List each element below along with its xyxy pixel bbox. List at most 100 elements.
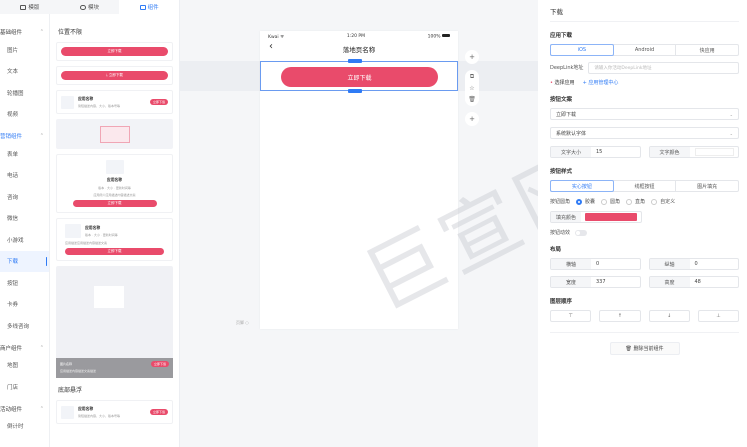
corner-radio-group: 按钮圆角 胶囊 圆角 直角 自定义 [550, 198, 739, 205]
style-solid[interactable]: 实心按钮 [550, 180, 614, 192]
corner-custom-radio[interactable]: 自定义 [651, 198, 675, 205]
bring-to-front-button[interactable]: ⊤ [550, 310, 592, 322]
platform-quickapp[interactable]: 快应用 [699, 47, 715, 54]
component-gallery: 位置不限 立即下载 ⤓ 立即下载 应用名称 简短描述内容，大小，版本号等 立即下… [50, 14, 179, 447]
category-item[interactable]: 视频 [7, 112, 19, 119]
section-title: 布局 [550, 247, 562, 253]
send-to-back-button[interactable]: ⊥ [697, 310, 739, 322]
download-button[interactable]: 立即下载 [281, 67, 438, 87]
add-icon: + [469, 53, 475, 61]
button-text-select[interactable]: 立即下载⌄ [550, 108, 739, 120]
category-item[interactable]: 多线咨询 [7, 323, 30, 330]
corner-square-radio[interactable]: 直角 [626, 198, 645, 205]
tab-templates[interactable]: 模版 [0, 0, 60, 14]
panel-title: 下载 [550, 0, 739, 22]
select-app-label: 选择应用 [550, 79, 575, 86]
component-card-image[interactable] [56, 119, 173, 149]
font-color-field[interactable]: 文字颜色 [648, 146, 739, 158]
add-above-button[interactable]: + [465, 50, 479, 64]
category-item[interactable]: 文本 [7, 69, 19, 76]
layer-order-buttons: ⊤ ↑ ↓ ⊥ [550, 310, 739, 322]
chevron-up-icon: ⌃ [39, 344, 44, 351]
chevron-up-icon: ⌃ [39, 29, 44, 35]
deeplink-label: DeepLink地址 [550, 65, 584, 71]
back-arrow-icon[interactable]: ‹ [269, 41, 273, 52]
section-title: 按钮文案 [550, 97, 573, 103]
category-item[interactable]: 门店 [7, 384, 19, 391]
category-merchant[interactable]: 商户组件⌃ [0, 344, 44, 352]
category-item[interactable]: 表单 [7, 151, 19, 158]
delete-icon[interactable]: 🗑 [468, 96, 476, 103]
properties-panel: 下载 应用下载 iOS Android 快应用 DeepLink地址 请输入你活… [538, 0, 747, 447]
tab-modules[interactable]: 模块 [60, 0, 120, 14]
component-card-banner[interactable]: 图片名称 立即下载 应用描述内容描述文案描述 [56, 266, 173, 378]
category-item[interactable]: 电话 [7, 173, 19, 180]
animation-toggle[interactable] [575, 229, 588, 236]
app-icon-placeholder [61, 95, 74, 109]
component-card-row[interactable]: 应用名称 简短描述内容，大小，版本号等 立即下载 [56, 400, 173, 424]
category-basic[interactable]: 基础组件⌃ [0, 29, 44, 36]
category-item[interactable]: 地图 [7, 363, 19, 370]
category-item[interactable]: 微信 [7, 216, 19, 223]
component-card-button-icon[interactable]: ⤓ 立即下载 [56, 66, 173, 85]
fill-color-field[interactable]: 填充颜色 [550, 211, 642, 223]
send-backward-button[interactable]: ↓ [648, 310, 690, 322]
category-item[interactable]: 小游戏 [7, 237, 24, 244]
category-item[interactable]: 卡券 [7, 302, 19, 309]
category-activity[interactable]: 活动组件⌃ [0, 405, 44, 413]
copy-icon[interactable]: ⧉ [469, 73, 475, 80]
platform-selector: iOS Android 快应用 [550, 44, 739, 56]
bring-forward-button[interactable]: ↑ [599, 310, 641, 322]
category-marketing[interactable]: 营销组件⌃ [0, 133, 44, 140]
platform-android[interactable]: Android [614, 45, 677, 55]
category-item[interactable]: 按钮 [7, 280, 19, 287]
category-item[interactable]: 轮播图 [7, 90, 24, 97]
font-select[interactable]: 系统默认字体⌄ [550, 127, 739, 139]
component-card-row-desc[interactable]: 应用名称 版本 · 大小 · 更新时间等 应用描述应用描述内容描述文案 立即下载 [56, 218, 173, 261]
app-center-link[interactable]: + 应用管理中心 [582, 80, 619, 86]
style-outline[interactable]: 线框按钮 [614, 181, 677, 191]
button-style-selector: 实心按钮 线框按钮 图片填充 [550, 180, 739, 192]
platform-ios[interactable]: iOS [550, 44, 614, 56]
template-icon [20, 4, 27, 10]
page-title: 落地页名称 [342, 46, 376, 54]
selected-download-component[interactable]: 立即下载 [260, 59, 458, 93]
app-icon-placeholder [61, 405, 74, 419]
category-item[interactable]: 倒计时 [7, 424, 24, 431]
delete-component-button[interactable]: 🗑 删除当前组件 [609, 342, 680, 355]
category-item[interactable]: 咨询 [7, 194, 19, 201]
deeplink-input[interactable]: 请输入你活动DeepLink地址 [588, 61, 739, 74]
footer-label[interactable]: 页脚 ○ [236, 320, 249, 325]
add-icon: + [469, 115, 475, 123]
panel-tabs: 模版 模块 组件 [0, 0, 180, 14]
font-color-swatch[interactable] [690, 147, 739, 157]
category-item[interactable]: 图片 [7, 47, 19, 54]
resize-handle-bottom[interactable] [348, 89, 362, 93]
tab-components[interactable]: 组件 [119, 0, 180, 14]
section-title: 位置不限 [58, 29, 83, 36]
chevron-up-icon: ⌃ [39, 133, 44, 139]
animation-label: 按钮动效 [550, 230, 571, 236]
corner-rounded-radio[interactable]: 圆角 [601, 198, 620, 205]
star-icon[interactable]: ☆ [469, 85, 475, 92]
add-below-button[interactable]: + [465, 112, 479, 126]
chevron-down-icon: ⌄ [729, 111, 733, 117]
editor-canvas: Kwai ᯤ 1:20 PM 100% ‹ 落地页名称 立即下载 + ⧉ ☆ 🗑… [180, 0, 691, 447]
component-card-button[interactable]: 立即下载 [56, 42, 173, 61]
status-bar: Kwai ᯤ 1:20 PM 100% [260, 31, 458, 42]
corner-capsule-radio[interactable]: 胶囊 [576, 198, 595, 205]
component-card-row[interactable]: 应用名称 简短描述内容，大小，版本号等 立即下载 [56, 90, 173, 114]
component-toolbar: + ⧉ ☆ 🗑 + [465, 50, 479, 126]
image-placeholder-icon [99, 125, 130, 143]
fill-color-swatch[interactable] [585, 213, 637, 221]
category-item-download[interactable]: 下载 [0, 250, 49, 272]
component-card-center[interactable]: 应用名称 版本 · 大小 · 更新时间等 应用简介应用描述内容描述文案 立即下载 [56, 154, 173, 213]
resize-handle-top[interactable] [348, 59, 362, 63]
style-image[interactable]: 图片填充 [697, 183, 718, 190]
chevron-down-icon: ⌄ [729, 130, 733, 136]
